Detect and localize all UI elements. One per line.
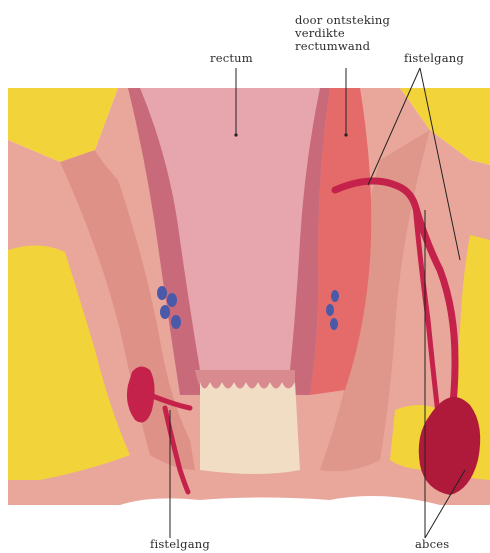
label-thickened-wall: door ontsteking verdikte rectumwand xyxy=(295,14,390,53)
label-rectum: rectum xyxy=(210,52,253,65)
label-thickened-wall-line3: rectumwand xyxy=(295,40,390,53)
label-abscess: abces xyxy=(415,538,449,551)
label-fistula-top: fistelgang xyxy=(404,52,464,65)
label-fistula-bottom: fistelgang xyxy=(150,538,210,551)
anal-canal xyxy=(200,382,300,474)
